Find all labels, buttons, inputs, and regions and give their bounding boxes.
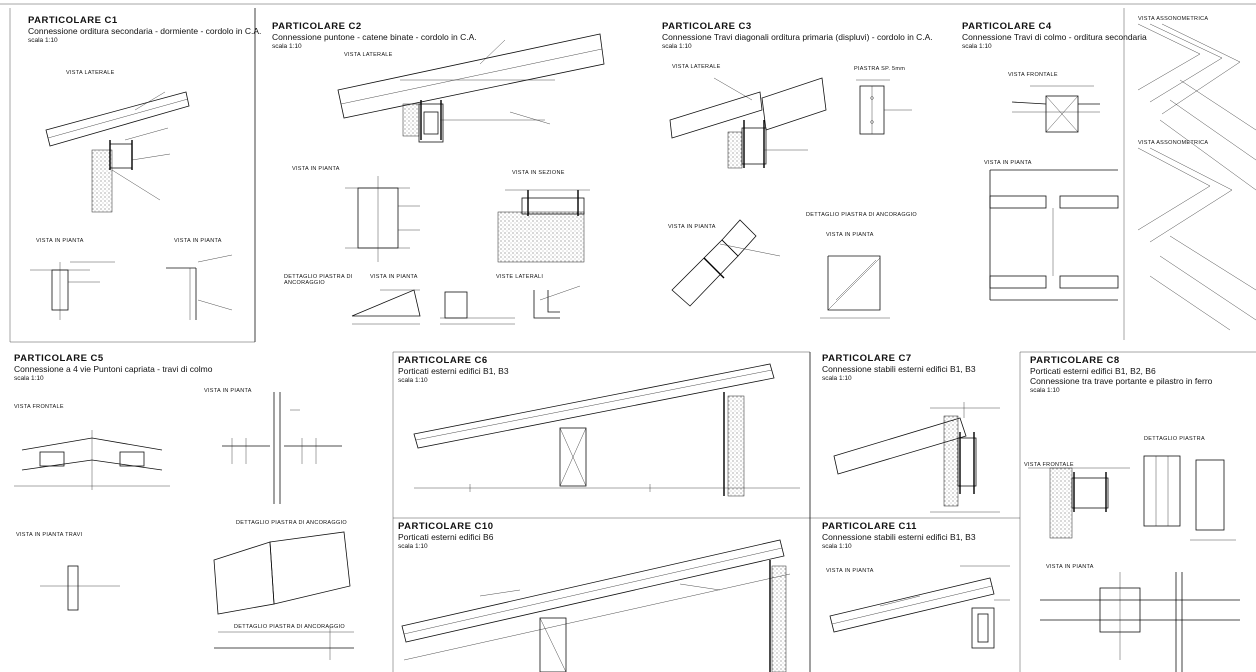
c11-code: PARTICOLARE C11 [822, 521, 917, 532]
c10-detail [401, 539, 791, 672]
c3-view-label: PIASTRA SP. 5mm [854, 66, 906, 72]
c3-view-label: VISTA LATERALE [672, 64, 721, 70]
c2-code: PARTICOLARE C2 [272, 21, 362, 32]
c4-view-label: VISTA ASSONOMETRICA [1138, 140, 1209, 146]
c1-lateral-view [45, 91, 190, 213]
c8-code: PARTICOLARE C8 [1030, 355, 1120, 366]
c2-title: PARTICOLARE C2 Connessione puntone - cat… [272, 22, 477, 52]
c4-view-label: VISTA FRONTALE [1008, 72, 1058, 78]
c5-scale: scala 1:10 [14, 375, 44, 382]
c2-view-label: VISTA IN SEZIONE [512, 170, 565, 176]
c4-view-label: VISTA IN PIANTA [984, 160, 1032, 166]
c7-description: Connessione stabili esterni edifici B1, … [822, 364, 976, 374]
c6-detail [413, 363, 800, 497]
c1-view-label: VISTA IN PIANTA [174, 238, 222, 244]
c11-view-label: VISTA IN PIANTA [826, 568, 874, 574]
c6-code: PARTICOLARE C6 [398, 355, 488, 366]
c3-view-label: VISTA IN PIANTA [826, 232, 874, 238]
c2-view-label: VISTA IN PIANTA [370, 274, 418, 280]
c5-plan-view [222, 392, 342, 504]
c5-view-label: DETTAGLIO PIASTRA DI ANCORAGGIO [236, 520, 347, 526]
c3-code: PARTICOLARE C3 [662, 21, 752, 32]
c2-view-label: DETTAGLIO PIASTRA DI ANCORAGGIO [284, 274, 353, 286]
c3-scale: scala 1:10 [662, 43, 692, 50]
c2-lateral-view [337, 33, 605, 143]
c5-description: Connessione a 4 vie Puntoni capriata - t… [14, 364, 213, 374]
c8-plan-view [1040, 572, 1240, 672]
c6-description: Porticati esterni edifici B1, B3 [398, 366, 509, 376]
c5-front-view [14, 430, 170, 490]
c11-scale: scala 1:10 [822, 543, 852, 550]
c2-plan-section [345, 176, 590, 263]
c1-title: PARTICOLARE C1 Connessione orditura seco… [28, 16, 261, 46]
c3-description: Connessione Travi diagonali orditura pri… [662, 32, 933, 42]
c4-title: PARTICOLARE C4 Connessione Travi di colm… [962, 22, 1147, 52]
c8-view-label: DETTAGLIO PIASTRA [1144, 436, 1205, 442]
c4-scale: scala 1:10 [962, 43, 992, 50]
c8-details [1028, 455, 1236, 541]
c1-scale: scala 1:10 [28, 37, 58, 44]
c7-code: PARTICOLARE C7 [822, 353, 912, 364]
c4-code: PARTICOLARE C4 [962, 21, 1052, 32]
c4-view-label: VISTA ASSONOMETRICA [1138, 16, 1209, 22]
c11-description: Connessione stabili esterni edifici B1, … [822, 532, 976, 542]
c10-code: PARTICOLARE C10 [398, 521, 494, 532]
c8-title: PARTICOLARE C8 Porticati esterni edifici… [1030, 356, 1212, 396]
c2-view-label: VISTE LATERALI [496, 274, 544, 280]
c2-view-label: VISTA LATERALE [344, 52, 393, 58]
c8-view-label: VISTA IN PIANTA [1046, 564, 1094, 570]
c2-description: Connessione puntone - catene binate - co… [272, 32, 477, 42]
c10-title: PARTICOLARE C10 Porticati esterni edific… [398, 522, 493, 552]
c11-detail [829, 565, 1010, 649]
c1-description: Connessione orditura secondaria - dormie… [28, 26, 262, 36]
c11-title: PARTICOLARE C11 Connessione stabili este… [822, 522, 976, 552]
c5-plate-details [40, 531, 354, 660]
c2-scale: scala 1:10 [272, 43, 302, 50]
c3-title: PARTICOLARE C3 Connessione Travi diagona… [662, 22, 933, 52]
c7-scale: scala 1:10 [822, 375, 852, 382]
c10-description: Porticati esterni edifici B6 [398, 532, 494, 542]
c3-plate-5mm [856, 79, 912, 135]
c5-view-label: VISTA IN PIANTA TRAVI [16, 532, 83, 538]
c1-code: PARTICOLARE C1 [28, 15, 118, 26]
c5-view-label: DETTAGLIO PIASTRA DI ANCORAGGIO [234, 624, 345, 630]
c1-plan-views [30, 254, 233, 320]
c8-view-label: VISTA FRONTALE [1024, 462, 1074, 468]
c10-scale: scala 1:10 [398, 543, 428, 550]
c3-view-label: DETTAGLIO PIASTRA DI ANCORAGGIO [806, 212, 917, 218]
c8-description: Porticati esterni edifici B1, B2, B6 [1030, 366, 1156, 376]
c5-view-label: VISTA FRONTALE [14, 404, 64, 410]
c1-view-label: VISTA IN PIANTA [36, 238, 84, 244]
c8-description-2: Connessione tra trave portante e pilastr… [1030, 376, 1213, 386]
c8-scale: scala 1:10 [1030, 387, 1060, 394]
c6-scale: scala 1:10 [398, 377, 428, 384]
c4-axonometric-views [1137, 23, 1256, 331]
c6-title: PARTICOLARE C6 Porticati esterni edifici… [398, 356, 509, 386]
c5-code: PARTICOLARE C5 [14, 353, 104, 364]
c4-front-view [1011, 85, 1100, 133]
c3-lateral-view [669, 77, 827, 169]
c3-plan-views [671, 219, 890, 319]
c7-title: PARTICOLARE C7 Connessione stabili ester… [822, 354, 976, 384]
c5-view-label: VISTA IN PIANTA [204, 388, 252, 394]
c7-detail [833, 402, 1000, 513]
c2-anchor-plate-details [351, 285, 581, 325]
c4-plan-view [989, 169, 1119, 301]
c3-view-label: VISTA IN PIANTA [668, 224, 716, 230]
c5-title: PARTICOLARE C5 Connessione a 4 vie Punto… [14, 354, 212, 384]
c4-description: Connessione Travi di colmo - orditura se… [962, 32, 1147, 42]
c1-view-label: VISTA LATERALE [66, 70, 115, 76]
c2-view-label: VISTA IN PIANTA [292, 166, 340, 172]
